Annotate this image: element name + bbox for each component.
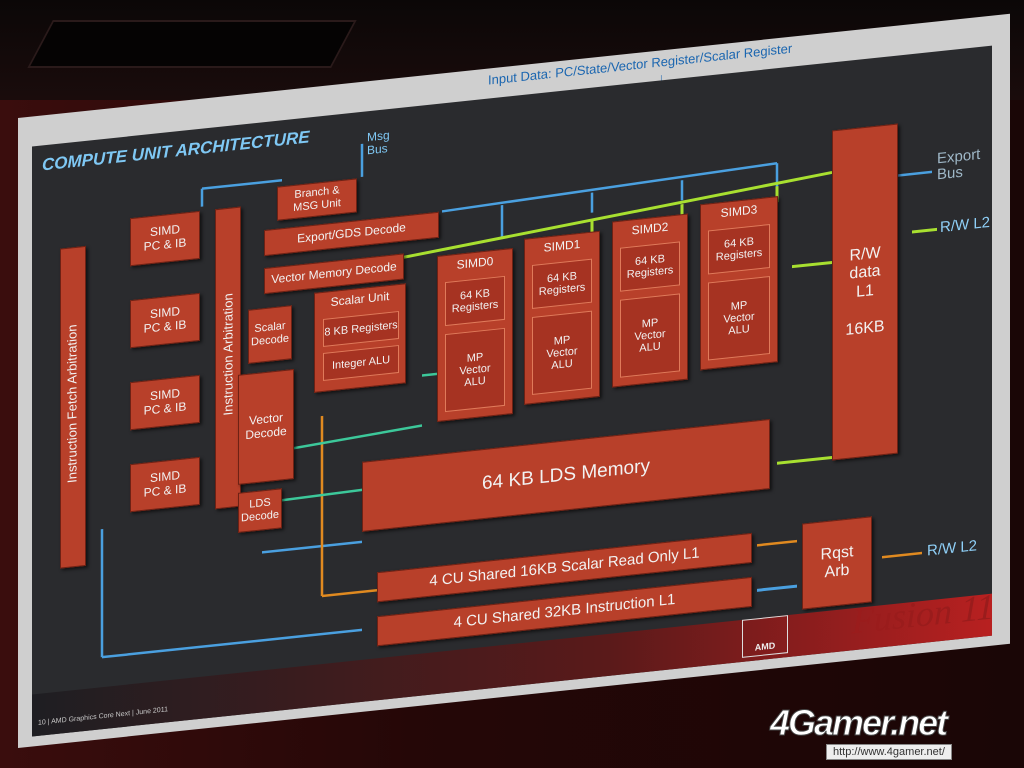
simd-pc-ib-1: SIMD PC & IB — [130, 210, 200, 267]
simd3-title: SIMD3 — [720, 202, 758, 221]
simd3-alu: MP Vector ALU — [708, 275, 770, 361]
amd-logo: AMD — [742, 615, 788, 658]
vector-decode: Vector Decode — [238, 368, 294, 485]
projection-screen: Input Data: PC/State/Vector Register/Sca… — [18, 13, 1010, 749]
simd3-registers: 64 KB Registers — [708, 223, 770, 275]
simd-pc-ib-2: SIMD PC & IB — [130, 292, 200, 349]
simd-pc-ib-3: SIMD PC & IB — [130, 374, 200, 431]
scalar-decode: Scalar Decode — [248, 305, 292, 364]
rqst-arb: Rqst Arb — [802, 516, 872, 610]
simd2-alu: MP Vector ALU — [620, 293, 680, 378]
scalar-unit: Scalar Unit 8 KB Registers Integer ALU — [314, 283, 406, 393]
simd0-registers: 64 KB Registers — [445, 275, 505, 327]
line-simd3-l1 — [792, 260, 832, 269]
line-vector-memory-bus — [401, 170, 833, 260]
watermark-url: http://www.4gamer.net/ — [826, 744, 952, 760]
simd0-title: SIMD0 — [456, 254, 494, 272]
ceiling-vent — [27, 20, 357, 68]
scalar-unit-title: Scalar Unit — [330, 288, 390, 310]
line-lds-decode — [262, 540, 362, 554]
rw-data-l1: R/W data L1 16KB — [832, 123, 898, 461]
instruction-fetch-arbitration: Instruction Fetch Arbitration — [60, 245, 86, 569]
instruction-fetch-arbitration-label: Instruction Fetch Arbitration — [64, 323, 80, 484]
line-branch-top — [202, 179, 282, 190]
simd1-alu: MP Vector ALU — [532, 310, 592, 395]
scalar-integer-alu: Integer ALU — [323, 344, 399, 381]
scalar-registers: 8 KB Registers — [323, 310, 399, 347]
line-rqst-l2 — [882, 551, 922, 559]
simd1-title: SIMD1 — [543, 236, 581, 255]
line-export-bus-out — [897, 170, 932, 177]
line-rw-l2 — [912, 227, 937, 234]
line-vector-lds — [281, 488, 363, 502]
lds-decode: LDS Decode — [238, 488, 282, 533]
simd-pc-ib-4: SIMD PC & IB — [130, 456, 200, 513]
simd2-title: SIMD2 — [631, 219, 669, 238]
line-scalar-l1-rqst — [757, 539, 797, 547]
line-lds-l1 — [777, 455, 832, 465]
simd1-registers: 64 KB Registers — [532, 258, 592, 309]
simd3: SIMD3 64 KB Registers MP Vector ALU — [700, 196, 778, 371]
simd2: SIMD2 64 KB Registers MP Vector ALU — [612, 213, 688, 388]
line-vector-decode — [281, 424, 423, 452]
msg-bus-label: Msg Bus — [367, 127, 390, 157]
simd1: SIMD1 64 KB Registers MP Vector ALU — [524, 230, 600, 405]
watermark-logo: 4Gamer.net — [769, 702, 948, 744]
simd0: SIMD0 64 KB Registers MP Vector ALU — [437, 247, 513, 422]
line-instr-rqst — [757, 584, 797, 592]
simd2-registers: 64 KB Registers — [620, 241, 680, 292]
connector-lines — [100, 143, 937, 659]
export-bus-label: Export Bus — [937, 145, 981, 184]
instruction-arbitration-label: Instruction Arbitration — [220, 292, 236, 417]
line-export-bus — [441, 161, 778, 213]
line-to-scalar-l1 — [322, 589, 377, 598]
slide: COMPUTE UNIT ARCHITECTURE — [32, 45, 994, 737]
simd0-alu: MP Vector ALU — [445, 327, 505, 413]
line-to-instruction-l1 — [102, 628, 362, 659]
